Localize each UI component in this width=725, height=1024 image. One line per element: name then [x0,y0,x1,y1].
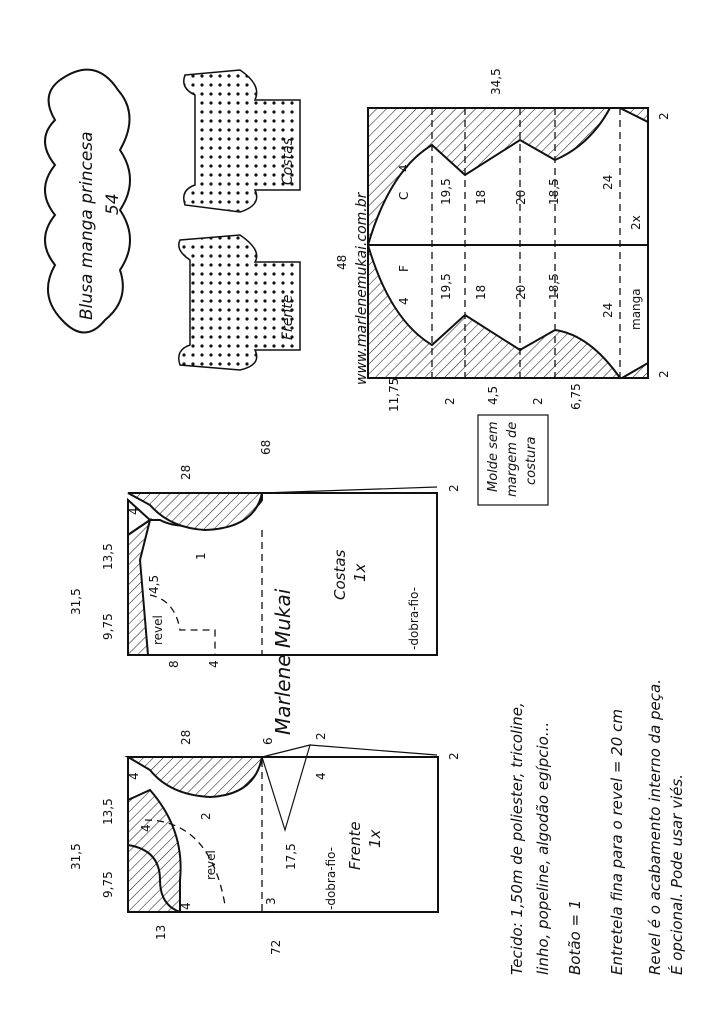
sleeve-front-mark: F [397,265,411,272]
sleeve-front-measure: 20 [514,285,528,300]
sleeve-front-measure: 24 [601,303,615,318]
sleeve-label: manga [629,288,643,330]
note-line: Tecido: 1,50m de poliester, tricoline, [508,702,526,975]
front-neck: 9,75 [101,871,115,898]
front-neck-step: 4 [139,824,153,832]
back-bottom: 8 [167,660,181,668]
front-dart-length: 4 [314,772,328,780]
sleeve-bottom-measure: 4,5 [486,386,500,405]
back-fold: -dobra-fio- [407,587,421,650]
sleeve-bottom-measure: 11,75 [387,378,401,412]
back-facing-width: 4,5 [147,575,161,594]
front-dart: 17,5 [284,843,298,870]
back-armhole: 28 [179,465,193,480]
thumbnail-back: Costas [183,69,301,213]
sleeve-front-measure: 18 [474,285,488,300]
back-neck-drop: 4 [127,507,141,515]
front-hem-offset: 2 [447,752,461,760]
front-dart-width: 2 [314,732,328,740]
sleeve-front-measure: 19,5 [439,273,453,300]
website-link[interactable]: www.marlenemukai.com.br [354,191,370,385]
sleeve-width: 34,5 [489,68,503,95]
front-length: 72 [269,940,283,955]
back-count: 1x [351,563,369,582]
front-pattern: 28 6 2 4 31,5 13,5 9,75 4 4 2 revel 4 17… [69,730,461,955]
front-facing-label: revel [204,850,218,880]
thumbnail-front: Frente [178,234,301,371]
back-pattern: 68 28 31,5 13,5 9,75 4 4,5 revel 1 Costa… [69,440,461,668]
sleeve-back-measure: 18,5 [547,178,561,205]
front-dart-offset: 3 [264,897,278,905]
front-facing-offset: 4 [179,902,193,910]
sleeve-back-measure: 20 [514,190,528,205]
back-shoulder: 13,5 [101,543,115,570]
front-count: 1x [366,829,384,848]
note-line: Entretela fina para o revel = 20 cm [608,709,626,975]
svg-text:margem de: margem de [505,422,520,497]
front-neck-depth: 13 [154,925,168,940]
back-length: 68 [259,440,273,455]
back-armhole-mark: 1 [194,552,208,560]
front-width: 31,5 [69,843,83,870]
sleeve-count: 2x [629,215,643,230]
sleeve-ease-back: 4 [397,164,411,172]
sleeve-back-measure: 18 [474,190,488,205]
fabric-notes: Tecido: 1,50m de poliester, tricoline, l… [508,679,686,975]
sleeve-ease-front: 4 [397,297,411,305]
seam-allowance-notice: Molde sem margem de costura [477,414,549,506]
sleeve-back-measure: 24 [601,175,615,190]
thumbnail-front-label: Frente [280,295,296,340]
back-facing-label: revel [151,615,165,645]
signature: Marlene Mukai [271,588,295,735]
thumbnail-back-label: Costas [280,138,296,185]
sleeve-hem-offset: 2 [657,370,671,378]
back-label: Costas [331,549,349,600]
note-line: É opcional. Pode usar viés. [667,774,686,975]
title-number: 54 [103,193,123,215]
back-bottom: 4 [207,660,221,668]
sleeve-bottom-measure: 2 [443,397,457,405]
sleeve-hem-offset: 2 [657,112,671,120]
sleeve-back-measure: 19,5 [439,178,453,205]
back-hem-offset: 2 [447,484,461,492]
front-neck-drop: 4 [127,772,141,780]
front-fold: -dobra-fio- [324,847,338,910]
svg-text:costura: costura [524,436,539,485]
svg-text:Molde sem: Molde sem [486,421,501,492]
front-dart-top: 6 [261,737,275,745]
front-armhole-mark: 2 [199,812,213,820]
note-line: linho, popeline, algodão egípcio... [534,722,552,975]
note-line: Botão = 1 [566,900,584,975]
front-armhole: 28 [179,730,193,745]
sleeve-bottom-measure: 2 [531,397,545,405]
back-width: 31,5 [69,588,83,615]
sleeve-bottom-measure: 6,75 [569,383,583,410]
front-shoulder: 13,5 [101,798,115,825]
sleeve-back-mark: C [397,192,411,200]
sleeve-height: 48 [335,255,349,270]
title-text: Blusa manga princesa [77,131,97,320]
sleeve-pattern: 34,5 48 C F 4 4 19,5 18 20 18,5 24 19,5 … [335,68,671,412]
sleeve-front-measure: 18,5 [547,273,561,300]
title-cloud: Blusa manga princesa 54 [44,68,131,334]
back-neck: 9,75 [101,613,115,640]
front-label: Frente [346,821,364,870]
note-line: Revel é o acabamento interno da peça. [646,679,664,975]
